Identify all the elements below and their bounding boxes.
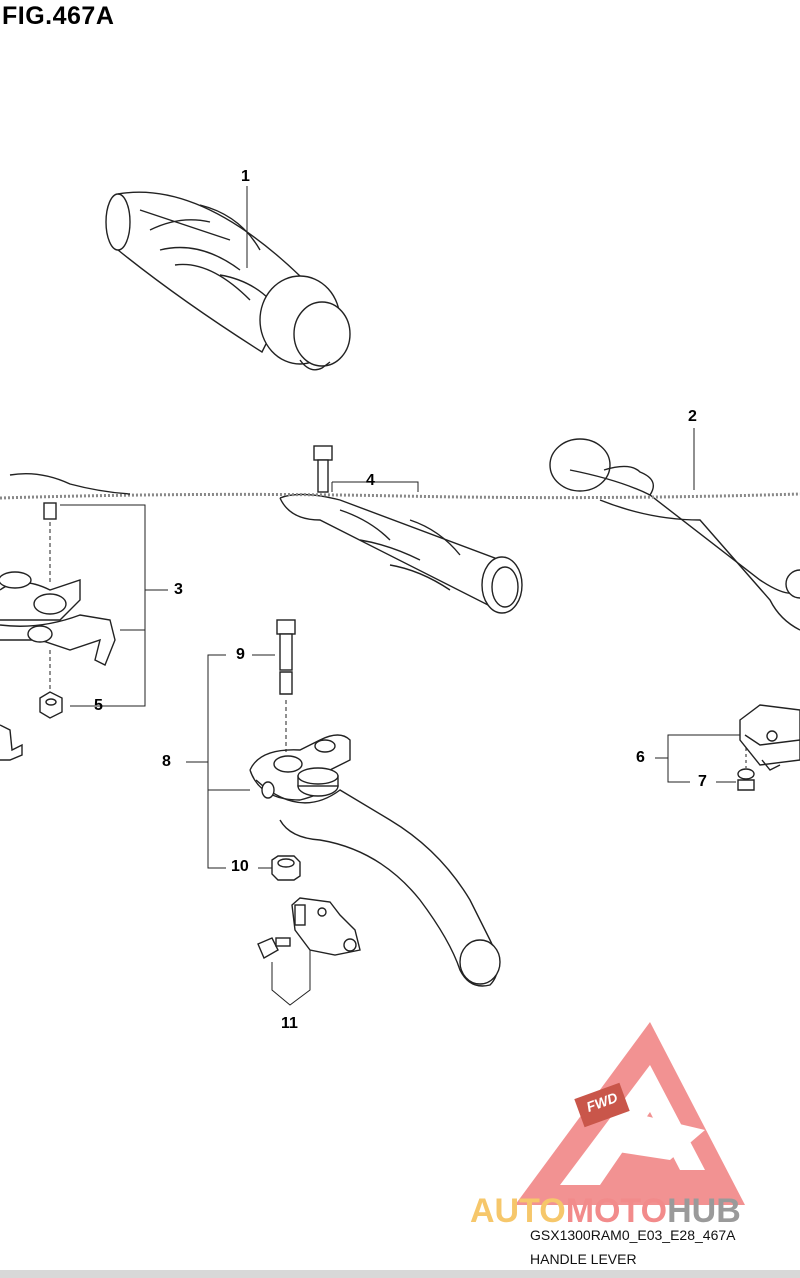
- watermark-text: AUTOMOTOHUB: [470, 1192, 741, 1231]
- watermark-auto: AUTO: [470, 1192, 566, 1230]
- callout-11: 11: [281, 1015, 298, 1032]
- figure-code: GSX1300RAM0_E03_E28_467A: [530, 1227, 736, 1243]
- callout-10: 10: [231, 858, 249, 875]
- callout-9: 9: [236, 646, 245, 663]
- watermark-logo: [515, 1022, 745, 1205]
- part-2-lever: [549, 438, 800, 631]
- callout-5: 5: [94, 697, 103, 714]
- part-4-grip-left: [279, 493, 523, 614]
- part-1-throttle-grip: [105, 191, 351, 371]
- callout-1: 1: [241, 168, 250, 185]
- bottom-edge: [0, 1270, 800, 1278]
- callout-2: 2: [688, 408, 697, 425]
- part-8-brake-lever: [249, 619, 501, 987]
- part-11-brake-switch: [257, 897, 361, 959]
- callout-8: 8: [162, 753, 171, 770]
- callout-4: 4: [366, 472, 375, 489]
- watermark-moto: MOTO: [565, 1192, 668, 1230]
- part-3-lever-bracket: [0, 472, 131, 719]
- watermark-hub: HUB: [667, 1192, 741, 1230]
- part-6-switch: [737, 704, 800, 791]
- figure-caption: HANDLE LEVER: [530, 1251, 637, 1267]
- callout-6: 6: [636, 749, 645, 766]
- callout-3: 3: [174, 581, 183, 598]
- callout-7: 7: [698, 773, 707, 790]
- figure-title: FIG.467A: [2, 2, 115, 30]
